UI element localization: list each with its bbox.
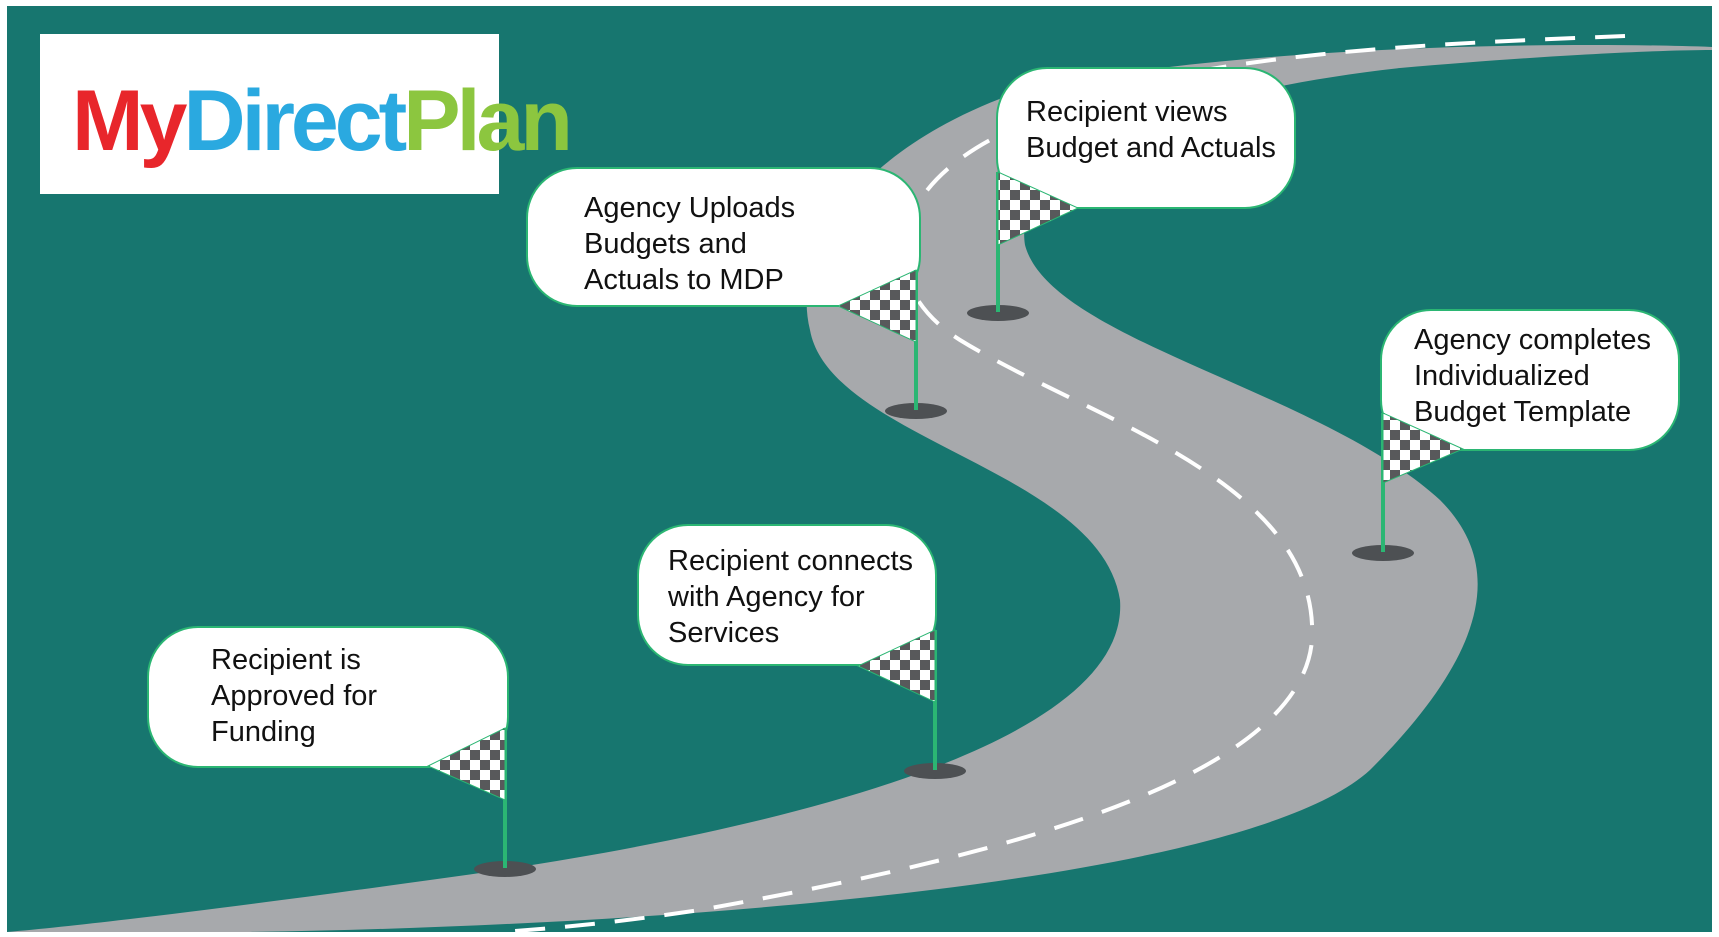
logo-plan: Plan xyxy=(403,73,569,169)
flag-base xyxy=(904,763,966,779)
speech-bubble xyxy=(526,167,921,307)
flag-base xyxy=(1352,545,1414,561)
milestone-4-label: Agency Uploads Budgets and Actuals to MD… xyxy=(584,190,795,298)
milestone-2-line-3: Services xyxy=(668,617,780,649)
mydirectplan-logo: MyDirectPlan xyxy=(72,73,569,169)
checkered-flag-icon xyxy=(836,269,917,343)
speech-bubble xyxy=(637,524,937,666)
milestone-5-line-2: Budget and Actuals xyxy=(1026,132,1276,164)
milestone-2-line-2: with Agency for xyxy=(668,581,865,613)
milestone-3-line-2: Individualized xyxy=(1414,360,1590,392)
road xyxy=(7,44,1712,932)
flag-base xyxy=(474,861,536,877)
speech-bubble xyxy=(147,626,509,768)
milestone-3-line-1: Agency completes xyxy=(1414,324,1651,356)
logo-box: MyDirectPlan xyxy=(40,34,573,194)
checkered-flag-icon xyxy=(426,727,506,801)
milestone-5 xyxy=(967,67,1296,321)
milestone-2 xyxy=(637,524,966,779)
milestone-1-line-1: Recipient is xyxy=(211,644,361,676)
speech-bubble xyxy=(1380,309,1680,451)
milestone-4 xyxy=(526,167,947,419)
milestone-1-label: Recipient is Approved for Funding xyxy=(211,642,377,750)
flag-base xyxy=(967,305,1029,321)
flag-base xyxy=(885,403,947,419)
milestone-3-line-3: Budget Template xyxy=(1414,396,1632,428)
checkered-flag-icon xyxy=(856,629,936,703)
logo-my: My xyxy=(72,73,188,169)
logo-direct: Direct xyxy=(183,73,406,169)
milestone-1-line-3: Funding xyxy=(211,716,316,748)
milestone-5-line-1: Recipient views xyxy=(1026,96,1228,128)
checkered-flag-icon xyxy=(1382,412,1465,484)
milestone-1-line-2: Approved for xyxy=(211,680,378,712)
milestone-3 xyxy=(1352,309,1680,561)
milestone-3-label: Agency completes Individualized Budget T… xyxy=(1414,322,1651,430)
milestone-5-label: Recipient views Budget and Actuals xyxy=(1026,94,1276,166)
milestone-1 xyxy=(147,626,536,877)
milestone-2-line-1: Recipient connects xyxy=(668,545,914,577)
milestone-4-line-2: Budgets and xyxy=(584,228,747,260)
milestone-4-line-3: Actuals to MDP xyxy=(584,264,784,296)
speech-bubble xyxy=(996,67,1296,209)
milestone-4-line-1: Agency Uploads xyxy=(584,192,796,224)
milestone-2-label: Recipient connects with Agency for Servi… xyxy=(668,543,913,651)
checkered-flag-icon xyxy=(997,171,1080,246)
